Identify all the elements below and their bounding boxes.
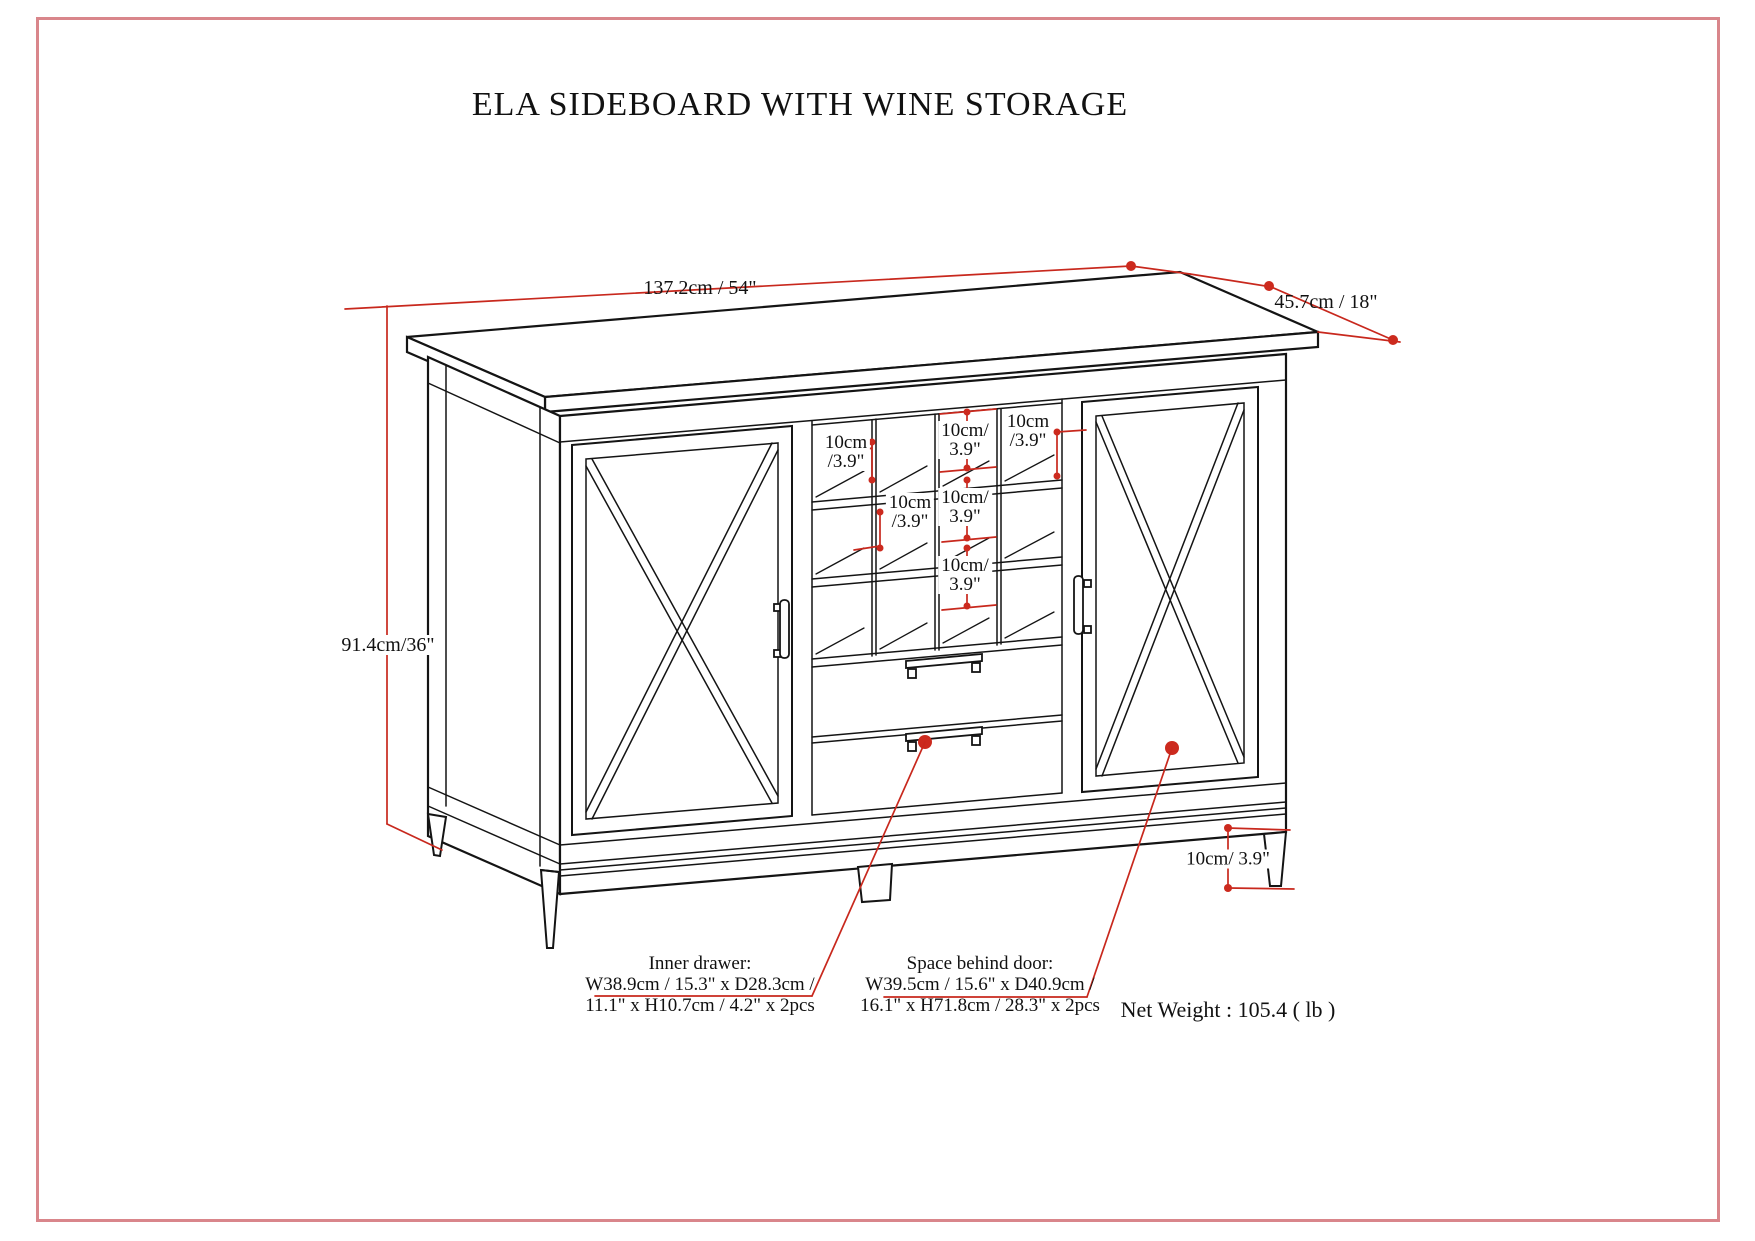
dim-depth-label: 45.7cm / 18" xyxy=(1274,291,1378,313)
top-slab xyxy=(405,270,1320,414)
cubby-label-3: 10cm /3.9" xyxy=(1003,412,1053,450)
stiles xyxy=(811,398,1063,816)
drawer-handle-upper-icon xyxy=(905,653,983,679)
inner-drawer-title: Inner drawer: xyxy=(648,953,752,974)
dim-leg-label: 10cm/ 3.9" xyxy=(1183,849,1273,869)
inner-drawer-note: Inner drawer: W38.9cm / 15.3" x D28.3cm … xyxy=(550,953,850,1016)
left-door xyxy=(571,424,793,837)
wine-rack xyxy=(811,402,1063,668)
left-door-handle-icon xyxy=(773,599,790,659)
dim-height-label: 91.4cm/36" xyxy=(338,635,438,655)
space-door-dims2: 16.1" x H71.8cm / 28.3" x 2pcs xyxy=(860,995,1100,1016)
net-weight-label: Net Weight : 105.4 ( lb ) xyxy=(1120,997,1336,1022)
sideboard-linework xyxy=(405,270,1320,949)
cubby-label-6: 10cm/ 3.9" xyxy=(938,556,992,594)
space-door-title: Space behind door: xyxy=(906,953,1054,974)
leader-inner-drawer xyxy=(594,735,932,997)
page-border-frame xyxy=(36,17,1720,1222)
page-title: ELA SIDEBOARD WITH WINE STORAGE xyxy=(471,86,1129,123)
left-door-x-brace xyxy=(585,442,779,820)
dim-depth-line xyxy=(1189,273,1401,345)
cubby-label-4: 10cm /3.9" xyxy=(885,493,935,531)
inner-drawer-dims2: 11.1" x H10.7cm / 4.2" x 2pcs xyxy=(585,995,815,1016)
space-behind-door-note: Space behind door: W39.5cm / 15.6" x D40… xyxy=(830,953,1130,1016)
cubby-label-2: 10cm/ 3.9" xyxy=(938,421,992,459)
space-door-dims1: W39.5cm / 15.6" x D40.9cm / xyxy=(865,974,1095,995)
cubby-label-5: 10cm/ 3.9" xyxy=(938,488,992,526)
carcass xyxy=(426,352,1288,896)
cubby-label-1: 10cm /3.9" xyxy=(821,433,871,471)
wine-shelves xyxy=(811,402,1063,668)
right-door-x-brace xyxy=(1095,402,1245,777)
dim-height-line xyxy=(386,305,443,851)
right-door-handle-icon xyxy=(1073,575,1092,635)
leader-space-behind-door xyxy=(883,741,1179,998)
left-side-panel xyxy=(427,364,561,867)
right-door xyxy=(1073,385,1259,794)
dim-width-line xyxy=(344,261,1191,310)
dim-width-label: 137.2cm / 54" xyxy=(643,277,757,299)
wine-dividers xyxy=(871,408,1002,657)
cubby-depth-lines xyxy=(815,454,1055,655)
inner-drawer-dims1: W38.9cm / 15.3" x D28.3cm / xyxy=(585,974,815,995)
rails xyxy=(559,379,1287,877)
